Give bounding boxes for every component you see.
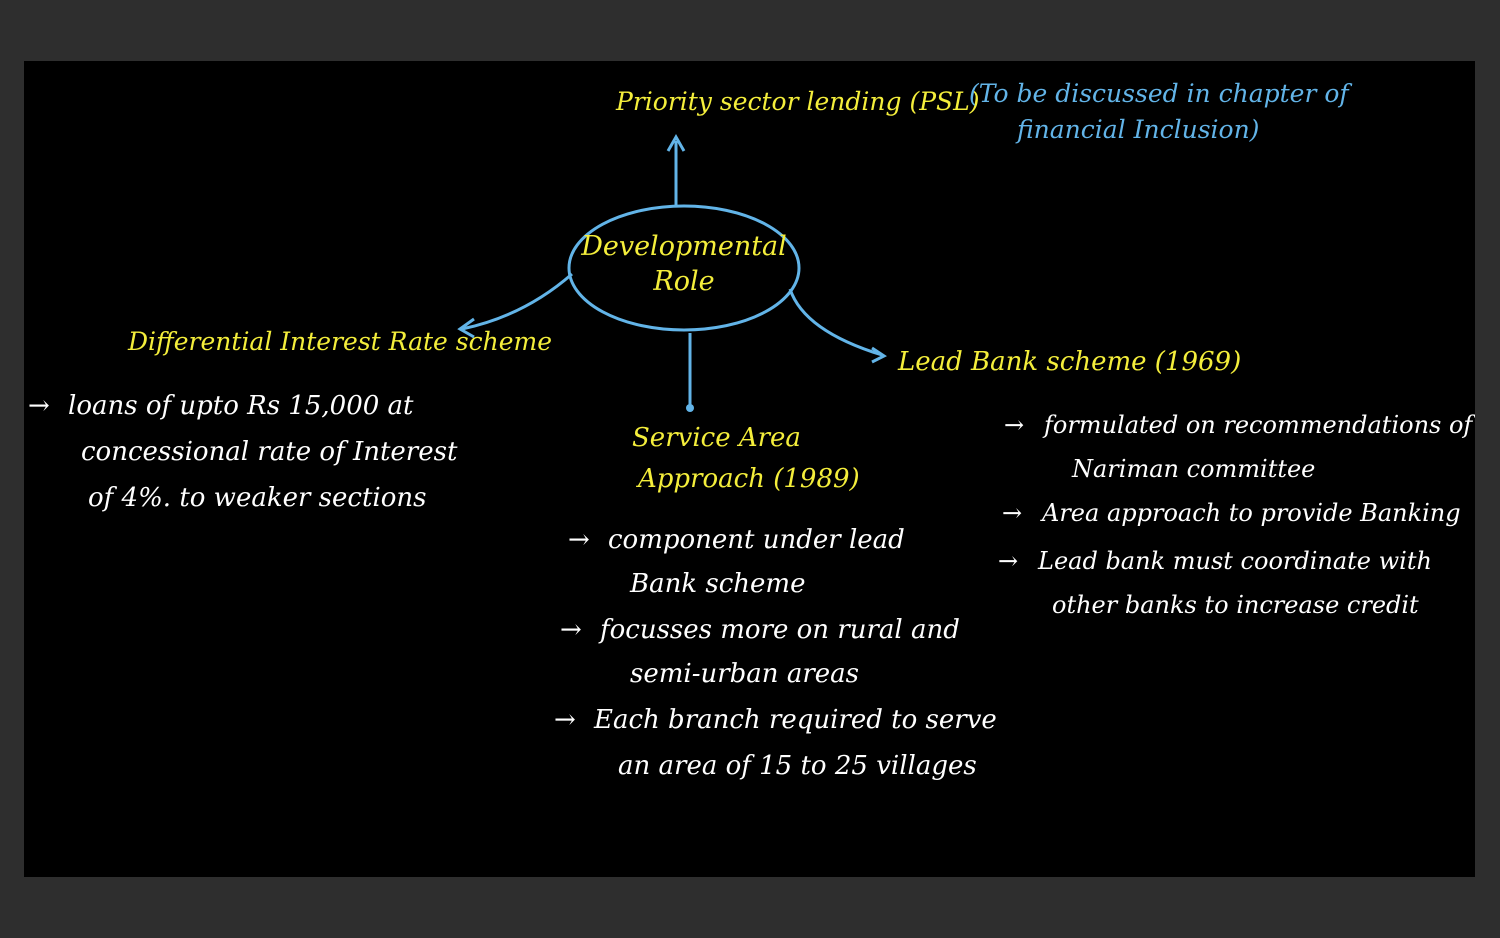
dirs-bullet-line-3: of 4%. to weaker sections <box>88 483 427 513</box>
dirs-bullet-text-1: loans of upto Rs 15,000 at <box>68 391 414 421</box>
lbs-bullet-2-text: Area approach to provide Banking <box>1042 499 1461 527</box>
arrowhead-psl <box>666 133 686 152</box>
arrowhead-saa <box>686 404 694 412</box>
saa-bullet-2-line-1: → focusses more on rural and <box>560 617 960 643</box>
bullet-arrow-icon: → <box>560 615 582 645</box>
bullet-arrow-icon: → <box>1004 411 1025 439</box>
bullet-arrow-icon: → <box>554 705 576 735</box>
arrowhead-dirs <box>457 317 475 339</box>
lbs-title: Lead Bank scheme (1969) <box>898 347 1242 377</box>
dirs-title: Differential Interest Rate scheme <box>128 327 552 356</box>
center-line-2: Role <box>653 266 715 298</box>
lbs-bullet-1-line-1: → formulated on recommendations of <box>1004 413 1472 437</box>
saa-bullet-1-line-1: → component under lead <box>568 527 905 553</box>
bullet-arrow-icon: → <box>998 547 1019 575</box>
saa-bullet-3-text: Each branch required to serve <box>594 705 997 735</box>
saa-bullet-3-line-1: → Each branch required to serve <box>554 707 997 733</box>
saa-bullet-3-line-2: an area of 15 to 25 villages <box>618 751 977 781</box>
lbs-bullet-1-text: formulated on recommendations of <box>1044 411 1473 439</box>
arrow-to-lbs <box>788 288 883 357</box>
connector-layer <box>457 133 887 412</box>
psl-note-line-1: (To be discussed in chapter of <box>969 79 1349 108</box>
lbs-bullet-2-line-1: → Area approach to provide Banking <box>1002 501 1461 525</box>
whiteboard-canvas: Developmental Role Priority sector lendi… <box>24 61 1475 877</box>
lbs-bullet-1-line-2: Nariman committee <box>1072 455 1316 483</box>
lbs-bullet-3-text: Lead bank must coordinate with <box>1038 547 1432 575</box>
saa-bullet-1-text: component under lead <box>608 525 905 555</box>
bullet-arrow-icon: → <box>28 391 50 421</box>
center-ellipse <box>567 204 801 332</box>
saa-title-line-2: Approach (1989) <box>638 464 860 494</box>
lbs-bullet-3-line-2: other banks to increase credit <box>1052 591 1419 619</box>
arrowhead-lbs <box>871 346 887 364</box>
psl-title: Priority sector lending (PSL) <box>616 87 980 116</box>
dirs-bullet-line-2: concessional rate of Interest <box>81 437 458 467</box>
arrow-to-dirs <box>461 272 573 331</box>
bullet-arrow-icon: → <box>1002 499 1023 527</box>
saa-title-line-1: Service Area <box>632 423 801 453</box>
psl-note-line-2: financial Inclusion) <box>1017 115 1260 144</box>
center-node-label: Developmental Role <box>569 229 799 299</box>
saa-bullet-1-line-2: Bank scheme <box>630 569 806 599</box>
dirs-bullet-line-1: → loans of upto Rs 15,000 at <box>28 393 414 419</box>
saa-bullet-2-text: focusses more on rural and <box>600 615 960 645</box>
saa-bullet-2-line-2: semi-urban areas <box>630 659 859 689</box>
lbs-bullet-3-line-1: → Lead bank must coordinate with <box>998 549 1432 573</box>
bullet-arrow-icon: → <box>568 525 590 555</box>
center-line-1: Developmental <box>581 231 787 262</box>
